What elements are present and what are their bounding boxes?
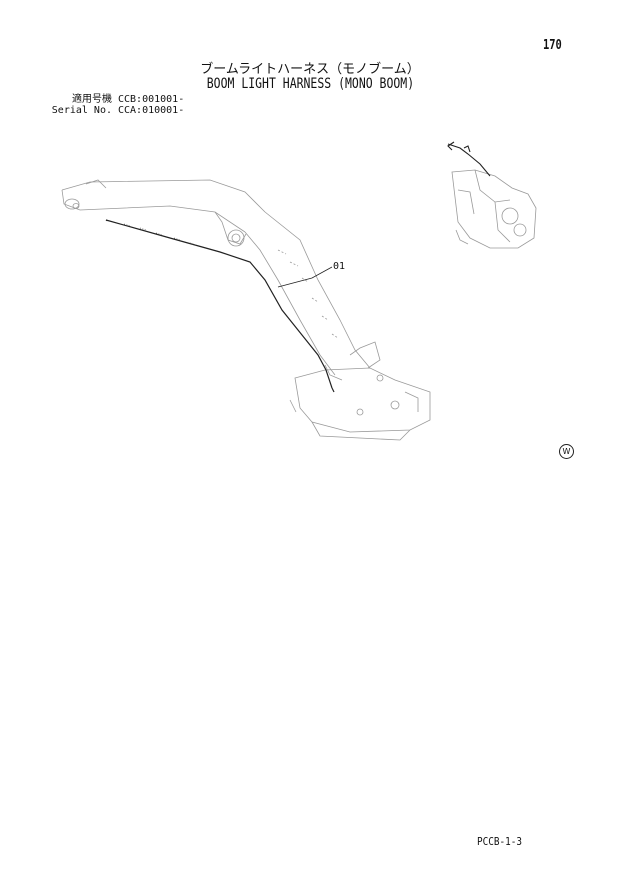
w-circle-mark: W (559, 444, 574, 459)
serial-label: 適用号機 (72, 94, 112, 105)
detail-cable (447, 141, 491, 177)
title-english-text: BOOM LIGHT HARNESS (MONO BOOM) (206, 76, 414, 92)
serial-row-applicable: 適用号機 CCB:001001- (46, 94, 184, 105)
boom-outline (61, 179, 431, 441)
callout-leader (277, 266, 333, 288)
document-code: PCCB-1-3 (477, 835, 523, 848)
serial-row-serial-no: Serial No. CCA:010001- (46, 105, 184, 116)
title-english: BOOM LIGHT HARNESS (MONO BOOM) (0, 76, 620, 92)
serial-info: 適用号機 CCB:001001- Serial No. CCA:010001- (46, 94, 184, 116)
harness-cable (105, 219, 335, 393)
callout-label-01: 01 (333, 261, 346, 272)
detail-inset (451, 169, 537, 249)
harness-clips (123, 223, 197, 246)
serial-label: Serial No. (51, 105, 112, 116)
title-japanese: ブームライトハーネス（モノブーム） (200, 62, 420, 77)
serial-value: CCB:001001- (118, 94, 185, 105)
page-number: 170 (543, 38, 562, 53)
boom-harness-drawing (61, 141, 537, 441)
serial-value: CCA:010001- (118, 105, 185, 116)
